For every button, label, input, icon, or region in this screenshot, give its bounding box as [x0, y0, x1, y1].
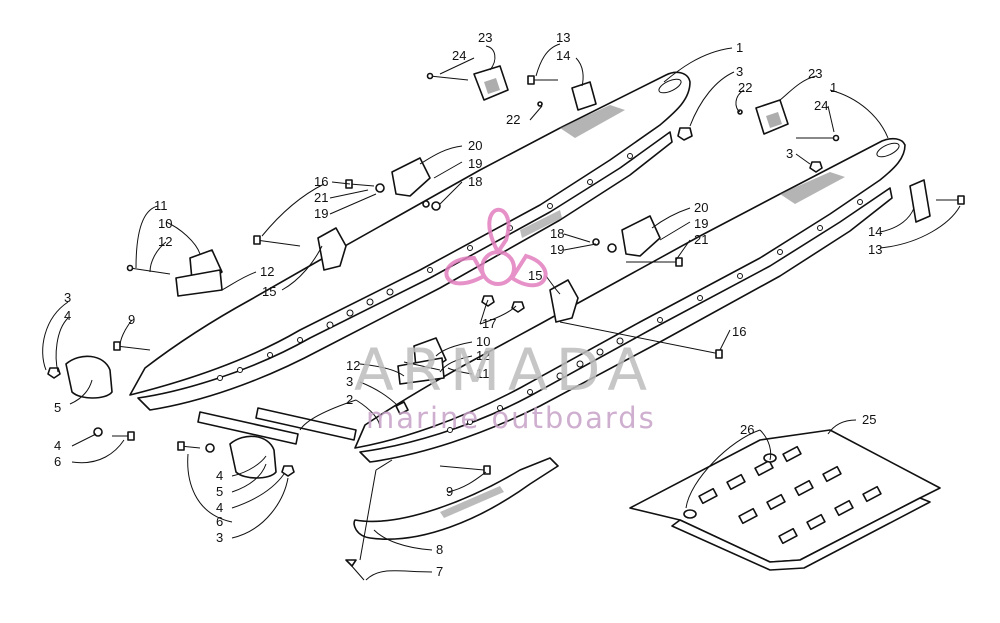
callout-19: 19 — [550, 242, 564, 257]
callout-22: 22 — [738, 80, 752, 95]
callout-4: 4 — [54, 438, 61, 453]
callout-22: 22 — [506, 112, 520, 127]
front-bracket-left — [317, 227, 347, 271]
callout-21: 21 — [314, 190, 328, 205]
callout-21: 21 — [694, 232, 708, 247]
rear-bracket-right — [909, 179, 931, 223]
callout-9: 9 — [128, 312, 135, 327]
callout-23: 23 — [478, 30, 492, 45]
callout-20: 20 — [694, 200, 708, 215]
callout-11: 11 — [154, 198, 168, 213]
front-stopper-left — [65, 355, 113, 399]
callout-13: 13 — [556, 30, 570, 45]
callout-17: 17 — [482, 316, 496, 331]
front-stopper-right — [229, 435, 277, 479]
callout-12: 12 — [476, 348, 490, 363]
callout-18: 18 — [468, 174, 482, 189]
rear-bumper-block-left — [473, 65, 509, 101]
callout-19: 19 — [694, 216, 708, 231]
front-clip-left — [175, 249, 223, 297]
watermark-tagline: marine outboards — [366, 401, 656, 435]
callout-8: 8 — [436, 542, 443, 557]
callout-1: 1 — [830, 80, 837, 95]
cross-shaft-lower — [197, 411, 299, 445]
callout-23: 23 — [808, 66, 822, 81]
callout-4: 4 — [64, 308, 71, 323]
wear-strip — [353, 457, 559, 540]
callout-1: 1 — [736, 40, 743, 55]
callout-3: 3 — [736, 64, 743, 79]
leader-lines — [42, 43, 961, 581]
callout-4: 4 — [216, 468, 223, 483]
callout-15: 15 — [262, 284, 276, 299]
mid-bracket-left — [391, 157, 431, 197]
callout-labels: 23 24 13 14 1 3 22 23 22 1 24 3 14 13 20… — [54, 30, 882, 579]
callout-12: 12 — [260, 264, 274, 279]
track-lugs — [698, 445, 882, 545]
callout-3: 3 — [346, 374, 353, 389]
mid-bracket-right — [621, 215, 661, 257]
callout-11: 11 — [476, 366, 490, 381]
callout-3: 3 — [216, 530, 223, 545]
callout-14: 14 — [868, 224, 882, 239]
callout-24: 24 — [452, 48, 466, 63]
rear-bracket-left — [571, 81, 597, 111]
callout-6: 6 — [216, 514, 223, 529]
callout-14: 14 — [556, 48, 570, 63]
watermark: ARMADA marine outboards — [354, 207, 656, 435]
callout-3: 3 — [64, 290, 71, 305]
right-slide-rail — [354, 137, 906, 463]
callout-10: 10 — [158, 216, 172, 231]
callout-20: 20 — [468, 138, 482, 153]
callout-13: 13 — [868, 242, 882, 257]
rear-bumper-block-right — [755, 99, 789, 135]
callout-3: 3 — [786, 146, 793, 161]
callout-7: 7 — [436, 564, 443, 579]
callout-24: 24 — [814, 98, 828, 113]
track — [629, 429, 941, 571]
callout-26: 26 — [740, 422, 754, 437]
callout-4: 4 — [216, 500, 223, 515]
propeller-logo — [444, 207, 548, 288]
callout-12: 12 — [158, 234, 172, 249]
left-slide-rail — [129, 71, 691, 411]
callout-6: 6 — [54, 454, 61, 469]
callout-25: 25 — [862, 412, 876, 427]
callout-10: 10 — [476, 334, 490, 349]
callout-16: 16 — [314, 174, 328, 189]
watermark-brand: ARMADA — [354, 336, 655, 404]
front-clip-right — [397, 337, 447, 385]
callout-18: 18 — [550, 226, 564, 241]
callout-5: 5 — [216, 484, 223, 499]
callout-19: 19 — [314, 206, 328, 221]
callout-15: 15 — [528, 268, 542, 283]
callout-2: 2 — [346, 392, 353, 407]
right-rail-holes — [447, 199, 863, 433]
callout-19: 19 — [468, 156, 482, 171]
callout-9: 9 — [446, 484, 453, 499]
callout-16: 16 — [732, 324, 746, 339]
callout-5: 5 — [54, 400, 61, 415]
callout-12: 12 — [346, 358, 360, 373]
